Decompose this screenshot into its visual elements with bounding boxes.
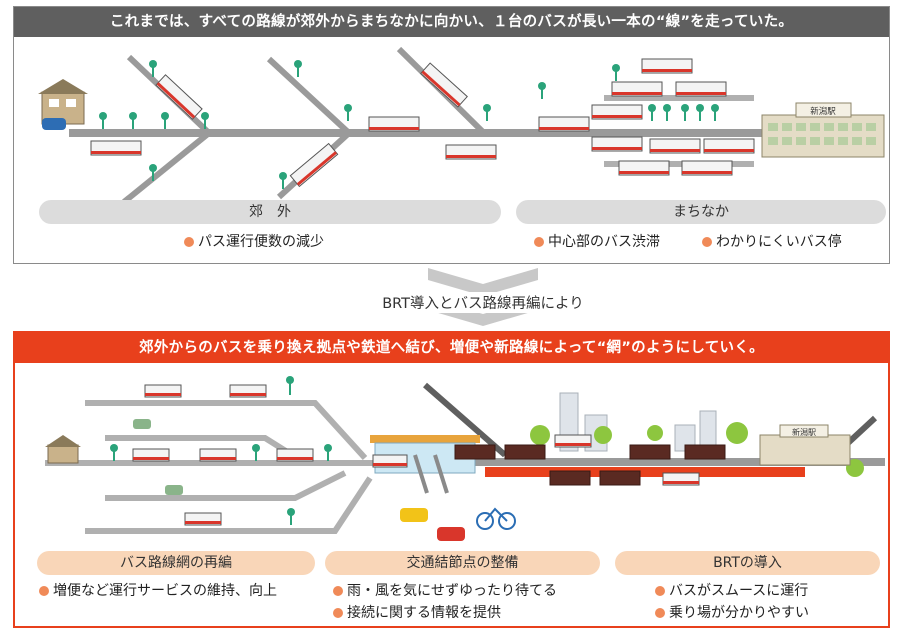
bus-icon bbox=[155, 74, 203, 120]
stop-poles bbox=[110, 376, 332, 525]
bullet-icon bbox=[39, 586, 49, 596]
trees bbox=[530, 422, 864, 477]
brt-lane bbox=[485, 467, 805, 477]
bus-icon bbox=[662, 472, 700, 486]
bullet-icon bbox=[655, 586, 665, 596]
station-sign: 新潟駅 bbox=[810, 106, 836, 117]
downtown-issue-1: 中心部のバス渋滞 bbox=[534, 232, 660, 252]
bus-icon bbox=[368, 116, 420, 132]
bus-icon bbox=[618, 160, 670, 176]
bus-icon bbox=[649, 138, 701, 154]
network-benefit-1: 増便など運行サービスの維持、向上 bbox=[39, 581, 277, 601]
current-network-panel: これまでは、すべての路線が郊外からまちなかに向かい、１台のバスが長い一本の“線”… bbox=[13, 6, 890, 264]
bullet-icon bbox=[184, 237, 194, 247]
current-network-illustration: 新潟駅 bbox=[38, 46, 885, 205]
bullet-icon bbox=[333, 608, 343, 618]
house-icon bbox=[38, 79, 88, 130]
bus-icon bbox=[144, 384, 182, 398]
house-icon bbox=[45, 435, 81, 464]
bus-icon bbox=[554, 434, 592, 448]
transition-caption: BRT導入とバス路線再編により bbox=[333, 292, 633, 313]
bus-icon bbox=[681, 160, 733, 176]
bus-icon bbox=[229, 384, 267, 398]
brt-benefit-1: バスがスムースに運行 bbox=[655, 581, 808, 601]
bullet-icon bbox=[333, 586, 343, 596]
bus-icon bbox=[90, 140, 142, 156]
transition: BRT導入とバス路線再編により bbox=[333, 266, 633, 326]
bus-icon bbox=[591, 104, 643, 120]
bus-icon bbox=[591, 136, 643, 152]
bus-icon bbox=[641, 58, 693, 74]
bullet-icon bbox=[702, 237, 712, 247]
bus-icon bbox=[132, 448, 170, 462]
bus-icon bbox=[675, 81, 727, 97]
current-network-banner: これまでは、すべての路線が郊外からまちなかに向かい、１台のバスが長い一本の“線”… bbox=[14, 7, 889, 37]
bus-icon bbox=[445, 144, 497, 160]
bus-network-reorganization-label: バス路線網の再編 bbox=[37, 551, 315, 575]
downtown-label: まちなか bbox=[516, 200, 886, 224]
bullet-icon bbox=[655, 608, 665, 618]
bus-icon bbox=[538, 116, 590, 132]
bus-icon bbox=[276, 448, 314, 462]
bus-icon bbox=[199, 448, 237, 462]
future-network-banner: 郊外からのバスを乗り換え拠点や鉄道へ結び、増便や新路線によって“網”のようにして… bbox=[15, 333, 888, 363]
hub-benefit-1: 雨・風を気にせずゆったり待てる bbox=[333, 581, 557, 601]
bus-icon bbox=[372, 454, 408, 468]
bullet-icon bbox=[534, 237, 544, 247]
bicycle-icon bbox=[476, 507, 516, 530]
bus-icons bbox=[132, 384, 700, 526]
bus-stop-icons bbox=[99, 60, 719, 189]
bus-icon bbox=[420, 62, 468, 108]
station-building: 新潟駅 bbox=[761, 102, 885, 158]
bus-icons bbox=[90, 58, 755, 188]
future-network-panel: 郊外からのバスを乗り換え拠点や鉄道へ結び、増便や新路線によって“網”のようにして… bbox=[13, 331, 890, 628]
suburbs-label: 郊 外 bbox=[39, 200, 501, 224]
hub-benefit-2: 接続に関する情報を提供 bbox=[333, 603, 501, 623]
bus-icon bbox=[611, 81, 663, 97]
transit-hub-label: 交通結節点の整備 bbox=[325, 551, 600, 575]
car-icon bbox=[42, 118, 66, 130]
station-sign: 新潟駅 bbox=[792, 427, 816, 437]
station-building: 新潟駅 bbox=[759, 424, 851, 466]
bus-icon bbox=[184, 512, 222, 526]
future-network-illustration: 新潟駅 bbox=[45, 376, 885, 541]
feeder-roads bbox=[45, 400, 385, 534]
downtown-issue-2: わかりにくいバス停 bbox=[702, 232, 842, 252]
bus-icon bbox=[289, 142, 339, 188]
brt-introduction-label: BRTの導入 bbox=[615, 551, 880, 575]
suburb-issue-1: パス運行便数の減少 bbox=[184, 232, 324, 252]
brt-vehicles bbox=[454, 444, 726, 486]
bus-icon bbox=[703, 138, 755, 154]
car-icon bbox=[133, 419, 465, 541]
brt-benefit-2: 乗り場が分かりやすい bbox=[655, 603, 809, 623]
